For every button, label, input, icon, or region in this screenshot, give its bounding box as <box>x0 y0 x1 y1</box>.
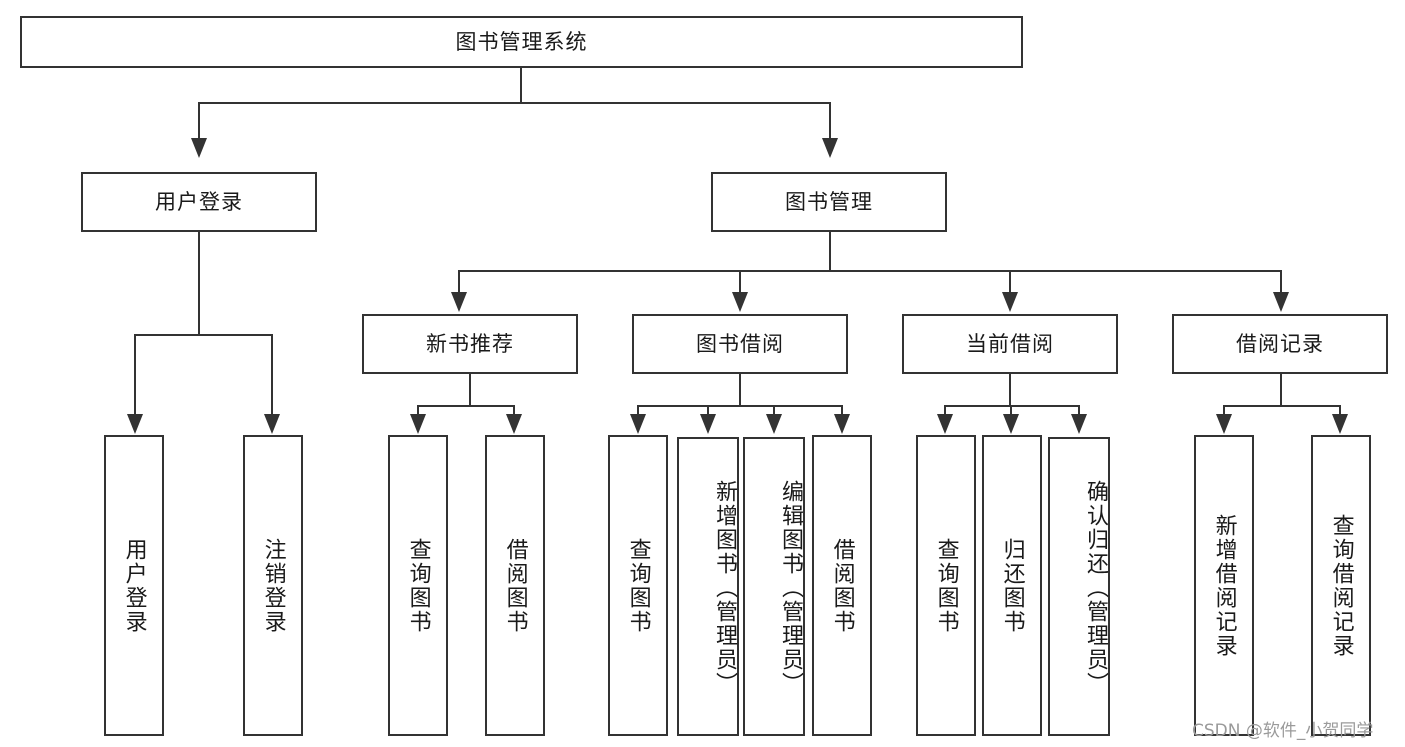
arrowhead-bookmgmt-to-newbook <box>451 292 467 312</box>
connector-newbook-to-borrowbook <box>513 405 515 417</box>
node-user-login[interactable]: 用户登录 <box>81 172 317 232</box>
connector-newbook-trunk <box>469 374 471 405</box>
connector-currentborrow-to-confirm <box>1078 405 1080 417</box>
arrowhead-userlogin-to-login <box>127 414 143 434</box>
arrowhead-bookmgmt-to-records <box>1273 292 1289 312</box>
connector-userlogin-to-login <box>134 334 136 416</box>
arrowhead-bookmgmt-to-borrow <box>732 292 748 312</box>
node-new-book-recommend[interactable]: 新书推荐 <box>362 314 578 374</box>
connector-bookborrow-trunk <box>739 374 741 405</box>
connector-records-bar <box>1223 405 1341 407</box>
arrowhead-userlogin-to-logout <box>264 414 280 434</box>
connector-records-trunk <box>1280 374 1282 405</box>
leaf-records-add-record[interactable]: 新增借阅记录 <box>1194 435 1254 736</box>
connector-newbook-bar <box>417 405 515 407</box>
leaf-currentborrow-query-books[interactable]: 查询图书 <box>916 435 976 736</box>
connector-bookborrow-to-query <box>637 405 639 417</box>
connector-currentborrow-to-query <box>944 405 946 417</box>
arrowhead-bookborrow-to-query <box>630 414 646 434</box>
arrowhead-newbook-to-query <box>410 414 426 434</box>
connector-userlogin-to-logout <box>271 334 273 416</box>
connector-currentborrow-bar <box>944 405 1080 407</box>
leaf-user-login[interactable]: 用户登录 <box>104 435 164 736</box>
arrowhead-currentborrow-to-query <box>937 414 953 434</box>
node-borrow-records[interactable]: 借阅记录 <box>1172 314 1388 374</box>
leaf-bookborrow-edit-book-admin[interactable]: 编辑图书（管理员） <box>743 437 805 736</box>
connector-bookborrow-to-edit <box>773 405 775 417</box>
connector-userlogin-bar <box>134 334 273 336</box>
connector-bookmgmt-to-records <box>1280 270 1282 294</box>
leaf-user-logout[interactable]: 注销登录 <box>243 435 303 736</box>
connector-currentborrow-to-return <box>1010 405 1012 417</box>
leaf-records-query-record[interactable]: 查询借阅记录 <box>1311 435 1371 736</box>
connector-bookmgmt-to-current <box>1009 270 1011 294</box>
arrowhead-records-to-query <box>1332 414 1348 434</box>
connector-root-to-bookmgmt <box>829 102 831 140</box>
leaf-currentborrow-confirm-return-admin[interactable]: 确认归还（管理员） <box>1048 437 1110 736</box>
arrowhead-bookborrow-to-edit <box>766 414 782 434</box>
arrowhead-currentborrow-to-return <box>1003 414 1019 434</box>
node-current-borrow[interactable]: 当前借阅 <box>902 314 1118 374</box>
connector-currentborrow-trunk <box>1009 374 1011 405</box>
connector-root-to-userlogin <box>198 102 200 140</box>
arrowhead-bookborrow-to-add <box>700 414 716 434</box>
node-book-borrow[interactable]: 图书借阅 <box>632 314 848 374</box>
arrowhead-root-to-bookmgmt <box>822 138 838 158</box>
leaf-bookborrow-add-book-admin[interactable]: 新增图书（管理员） <box>677 437 739 736</box>
connector-records-to-query <box>1339 405 1341 417</box>
connector-root-bar <box>198 102 831 104</box>
leaf-newbook-borrow-books[interactable]: 借阅图书 <box>485 435 545 736</box>
leaf-currentborrow-return-books[interactable]: 归还图书 <box>982 435 1042 736</box>
leaf-bookborrow-borrow-books[interactable]: 借阅图书 <box>812 435 872 736</box>
arrowhead-currentborrow-to-confirm <box>1071 414 1087 434</box>
connector-bookborrow-bar <box>637 405 842 407</box>
csdn-watermark: CSDN @软件_小贺同学 <box>1192 721 1374 741</box>
arrowhead-bookborrow-to-borrowbook <box>834 414 850 434</box>
arrowhead-root-to-userlogin <box>191 138 207 158</box>
connector-records-to-add <box>1223 405 1225 417</box>
node-root-library-system[interactable]: 图书管理系统 <box>20 16 1023 68</box>
connector-root-trunk <box>520 68 522 102</box>
arrowhead-bookmgmt-to-current <box>1002 292 1018 312</box>
leaf-newbook-query-books[interactable]: 查询图书 <box>388 435 448 736</box>
connector-bookborrow-to-add <box>707 405 709 417</box>
connector-bookborrow-to-borrowbook <box>841 405 843 417</box>
arrowhead-newbook-to-borrowbook <box>506 414 522 434</box>
connector-bookmgmt-to-borrow <box>739 270 741 294</box>
connector-newbook-to-query <box>417 405 419 417</box>
connector-bookmgmt-trunk <box>829 232 831 270</box>
node-book-management[interactable]: 图书管理 <box>711 172 947 232</box>
leaf-bookborrow-query-books[interactable]: 查询图书 <box>608 435 668 736</box>
connector-bookmgmt-bar <box>458 270 1282 272</box>
arrowhead-records-to-add <box>1216 414 1232 434</box>
connector-userlogin-trunk <box>198 232 200 334</box>
connector-bookmgmt-to-newbook <box>458 270 460 294</box>
